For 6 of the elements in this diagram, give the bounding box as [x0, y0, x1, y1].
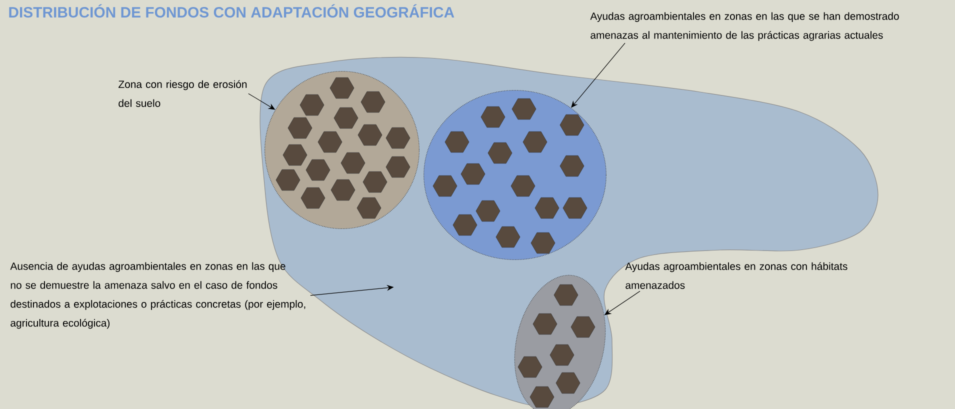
annotation-text: Ausencia de ayudas agroambientales en zonas en las que no se demuestre la amenaza salvo en el caso de fondos destinados a explotaciones o prácticas concretas (por ejemplo, agricultura ecológica)	[10, 262, 306, 329]
title: DISTRIBUCIÓN DE FONDOS CON ADAPTACIÓN GEOGRÁFICA	[9, 4, 454, 18]
annotation-text: Zona con riesgo de erosión del suelo	[118, 80, 247, 107]
annotation-text: Ayudas agroambientales en zonas en las que se han demostrado amenazas al mantenimiento de las prácticas agrarias actuales	[590, 12, 899, 41]
leader-arrow	[571, 42, 626, 108]
annotation-text: Ayudas agroambientales en zonas con hábitats amenazados	[625, 262, 848, 289]
